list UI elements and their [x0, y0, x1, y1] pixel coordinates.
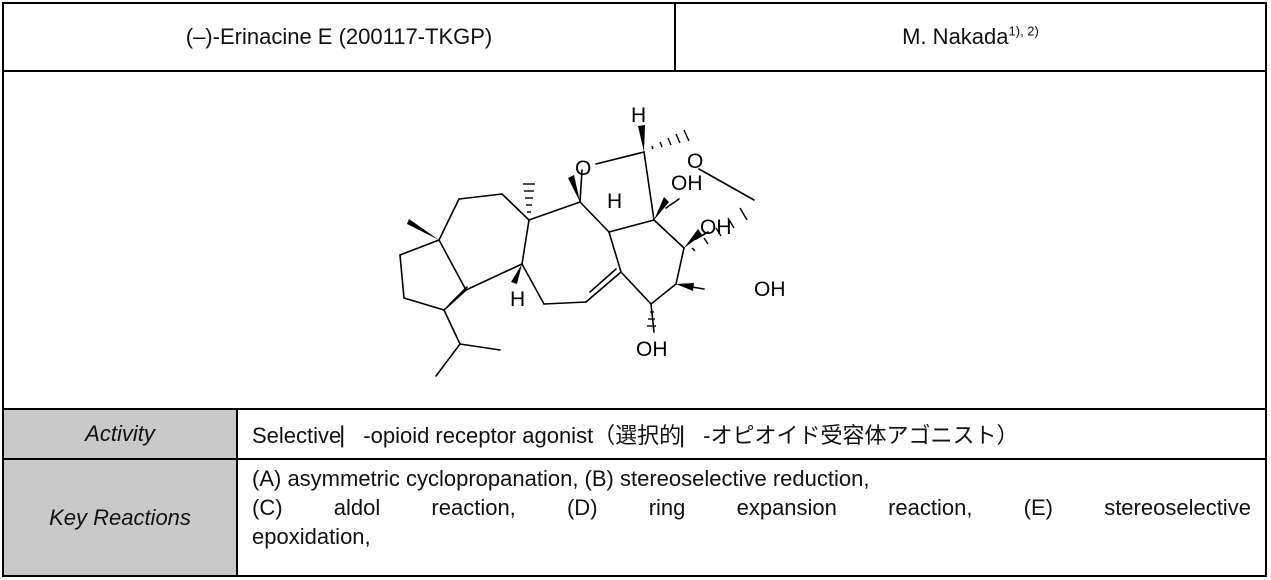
key-reactions-line-2: (C) aldol reaction, (D) ring expansion r…: [252, 495, 1251, 520]
compound-name-cell: (–)-Erinacine E (200117-TKGP): [4, 4, 674, 70]
key-reactions-label-cell: Key Reactions: [4, 460, 236, 575]
atom-label: H: [510, 288, 525, 311]
author-name: M. Nakada1), 2): [902, 23, 1039, 49]
activity-label: Activity: [85, 421, 155, 446]
author-cell: M. Nakada1), 2): [676, 4, 1265, 70]
atom-label: H: [631, 104, 646, 127]
atom-label: OH: [671, 172, 703, 195]
atom-label: OH: [700, 216, 732, 239]
activity-value: Selective⎸-opioid receptor agonist（選択的⎸-…: [252, 423, 1019, 448]
activity-separator: [4, 458, 1265, 460]
atom-label: O: [687, 150, 703, 173]
label-column-divider: [236, 410, 238, 575]
atom-label: H: [607, 190, 622, 213]
structure-separator: [4, 408, 1265, 410]
header-divider: [674, 4, 676, 70]
author-reference: 1), 2): [1008, 23, 1039, 39]
atom-label: O: [575, 157, 591, 180]
chemical-structure: H O O OH H OH OH H OH: [399, 104, 786, 377]
key-reactions-cell: (A) asymmetric cyclopropanation, (B) ste…: [238, 460, 1265, 575]
atom-label: OH: [754, 278, 786, 301]
compound-name: (–)-Erinacine E (200117-TKGP): [185, 24, 493, 49]
atom-labels: H O O OH H OH OH H OH: [510, 104, 786, 361]
key-reactions-label: Key Reactions: [49, 504, 191, 530]
activity-value-cell: Selective⎸-opioid receptor agonist（選択的⎸-…: [238, 410, 1265, 458]
key-reactions-line-3: epoxidation,: [252, 524, 371, 549]
key-reactions-line-1: (A) asymmetric cyclopropanation, (B) ste…: [252, 466, 870, 491]
header-separator: [4, 70, 1265, 72]
activity-label-cell: Activity: [4, 410, 236, 458]
atom-label: OH: [636, 338, 668, 361]
